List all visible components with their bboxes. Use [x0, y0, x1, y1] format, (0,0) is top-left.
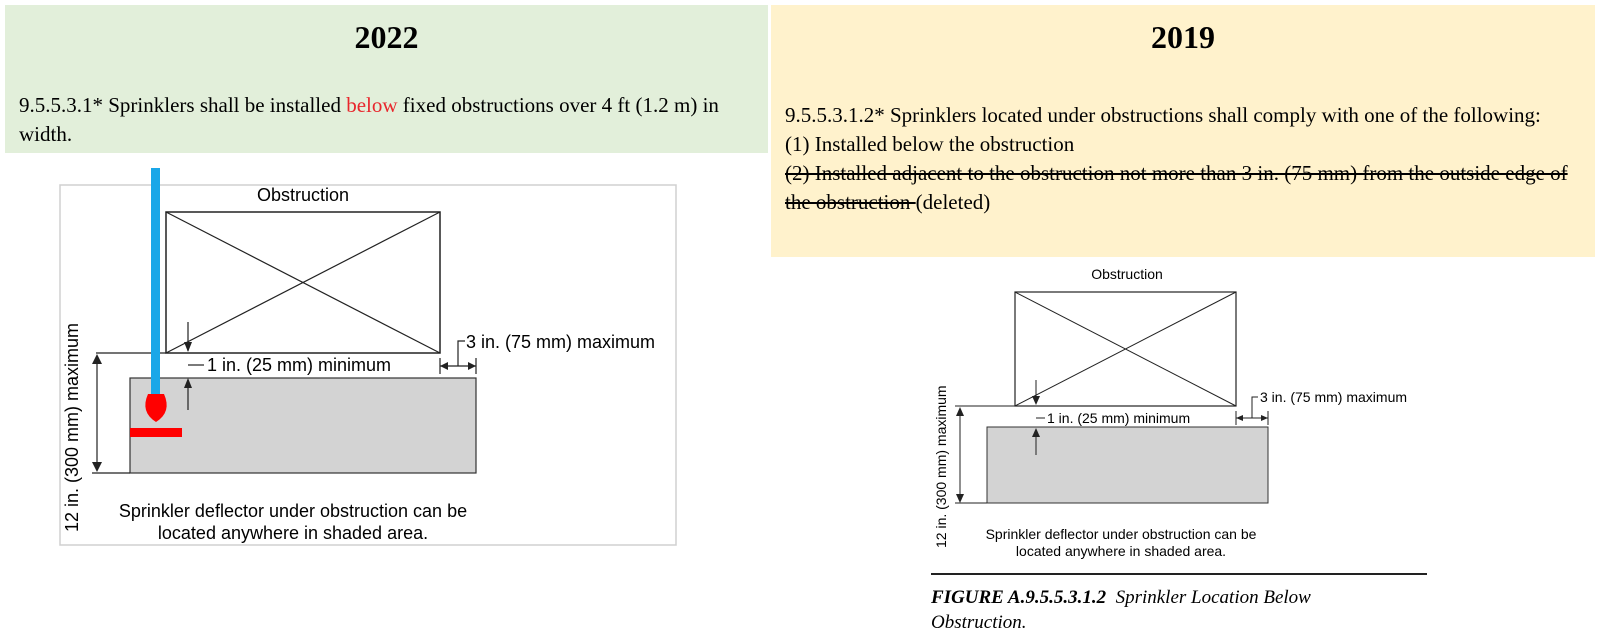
figure-title: Sprinkler Location Below [1115, 587, 1311, 608]
year-heading-2022: 2022 [354, 19, 419, 55]
obstruction-label: Obstruction [257, 185, 349, 205]
panel-2022: 2022 9.5.5.3.1* Sprinklers shall be inst… [5, 5, 768, 153]
figure-caption: FIGURE A.9.5.5.3.1.2 Sprinkler Location … [931, 585, 1311, 635]
arrow-right-icon [468, 362, 476, 370]
arrow-down-icon [184, 342, 192, 352]
arrow-up-icon [1032, 428, 1040, 437]
height-label: 12 in. (300 mm) maximum [933, 385, 949, 548]
figure-title-line2: Obstruction. [931, 612, 1027, 633]
caption-line: Sprinkler deflector under obstruction ca… [119, 501, 467, 521]
arrow-up-icon [956, 407, 964, 416]
sprinkler-head-icon [145, 394, 167, 422]
list-item-2: (2) Installed adjacent to the obstructio… [785, 159, 1585, 217]
section-text-2019: 9.5.5.3.1.2* Sprinklers located under ob… [785, 101, 1585, 217]
min-label: 1 in. (25 mm) minimum [207, 355, 391, 375]
arrow-up-icon [92, 354, 102, 364]
arrow-down-icon [1032, 396, 1040, 405]
obstruction-box [1014, 291, 1237, 407]
intro-line: 9.5.5.3.1.2* Sprinklers located under ob… [785, 101, 1585, 130]
obstruction-box [165, 211, 441, 354]
struck-text: (2) Installed adjacent to the obstructio… [785, 161, 1568, 214]
highlight-word: below [346, 93, 398, 117]
section-number: 9.5.5.3.1.2* [785, 103, 885, 127]
arrow-left-icon [1236, 415, 1243, 421]
figure-number: FIGURE A.9.5.5.3.1.2 [931, 587, 1107, 608]
caption-line: located anywhere in shaded area. [158, 523, 428, 543]
section-text-part: Sprinklers located under obstructions sh… [884, 103, 1541, 127]
caption-line: Sprinkler deflector under obstruction ca… [986, 526, 1257, 542]
panel-2019: 2019 9.5.5.3.1.2* Sprinklers located und… [771, 5, 1595, 257]
shaded-area [986, 426, 1269, 504]
caption-line: located anywhere in shaded area. [1016, 543, 1226, 559]
arrow-right-icon [1261, 415, 1268, 421]
max-label: 3 in. (75 mm) maximum [466, 332, 655, 352]
arrow-up-icon [184, 378, 192, 388]
obstruction-label: Obstruction [1091, 266, 1163, 282]
section-text-part: fixed obstructions over 4 ft (1.2 m) in … [19, 93, 719, 146]
section-text-2022: 9.5.5.3.1* Sprinklers shall be installed… [19, 91, 759, 149]
year-heading-2019: 2019 [1151, 19, 1215, 55]
sprinkler-pipe [151, 168, 160, 400]
deleted-note: (deleted) [915, 190, 991, 214]
section-text-part: Sprinklers shall be installed [103, 93, 347, 117]
leader-line [457, 340, 465, 366]
section-number: 9.5.5.3.1* [19, 93, 103, 117]
list-item-1: (1) Installed below the obstruction [785, 132, 1075, 156]
sprinkler-deflector [130, 428, 182, 437]
leader-line [1251, 396, 1258, 418]
height-label: 12 in. (300 mm) maximum [62, 323, 82, 532]
arrow-down-icon [956, 494, 964, 503]
figure-frame [59, 184, 677, 546]
obstruction-diagonal [1014, 291, 1237, 407]
arrow-left-icon [440, 362, 448, 370]
arrow-down-icon [92, 462, 102, 472]
obstruction-diagonal [165, 211, 441, 354]
max-label: 3 in. (75 mm) maximum [1260, 389, 1407, 405]
min-label: 1 in. (25 mm) minimum [1047, 410, 1190, 426]
